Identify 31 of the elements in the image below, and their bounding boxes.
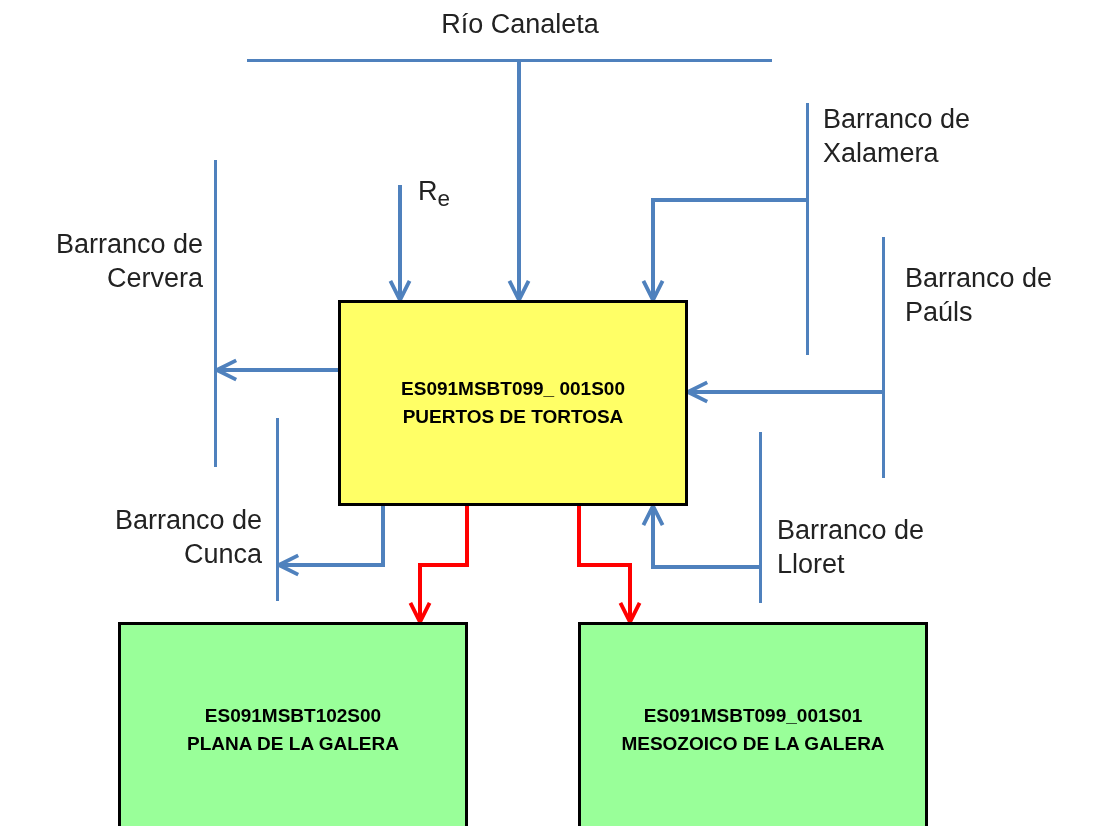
stream-label: Barranco de Cervera bbox=[54, 228, 203, 295]
arrow bbox=[507, 62, 531, 302]
aquifer-box bbox=[578, 622, 928, 826]
stream-label: Barranco de Lloret bbox=[777, 514, 926, 581]
box-label: PLANA DE LA GALERA bbox=[187, 731, 399, 756]
stream-line bbox=[882, 237, 885, 478]
stream-label: Barranco de Xalamera bbox=[823, 103, 972, 170]
edge-label: R$_{e}$ bbox=[418, 176, 450, 213]
stream-line bbox=[247, 59, 772, 62]
arrow bbox=[641, 504, 759, 569]
arrow bbox=[215, 358, 338, 382]
stream-label: Río Canaleta bbox=[440, 8, 600, 41]
arrow bbox=[408, 506, 469, 624]
box-label: ES091MSBT102S00 bbox=[204, 703, 382, 728]
aquifer-box bbox=[118, 622, 468, 826]
arrow bbox=[641, 198, 806, 302]
arrow bbox=[277, 506, 385, 577]
stream-label: Barranco de Paúls bbox=[905, 262, 1054, 329]
arrow bbox=[388, 185, 412, 302]
stream-line bbox=[806, 103, 809, 355]
box-label: ES091MSBT099_ 001S00 bbox=[401, 377, 625, 402]
stream-line bbox=[214, 160, 217, 467]
arrow bbox=[686, 380, 882, 404]
box-label: ES091MSBT099_001S01 bbox=[643, 703, 863, 728]
stream-label: Barranco de Cunca bbox=[113, 504, 262, 571]
stream-line bbox=[276, 418, 279, 601]
stream-line bbox=[759, 432, 762, 603]
box-label: MESOZOICO DE LA GALERA bbox=[621, 731, 885, 756]
aquifer-box bbox=[338, 300, 688, 506]
arrow bbox=[577, 506, 642, 624]
box-label: PUERTOS DE TORTOSA bbox=[402, 405, 624, 429]
